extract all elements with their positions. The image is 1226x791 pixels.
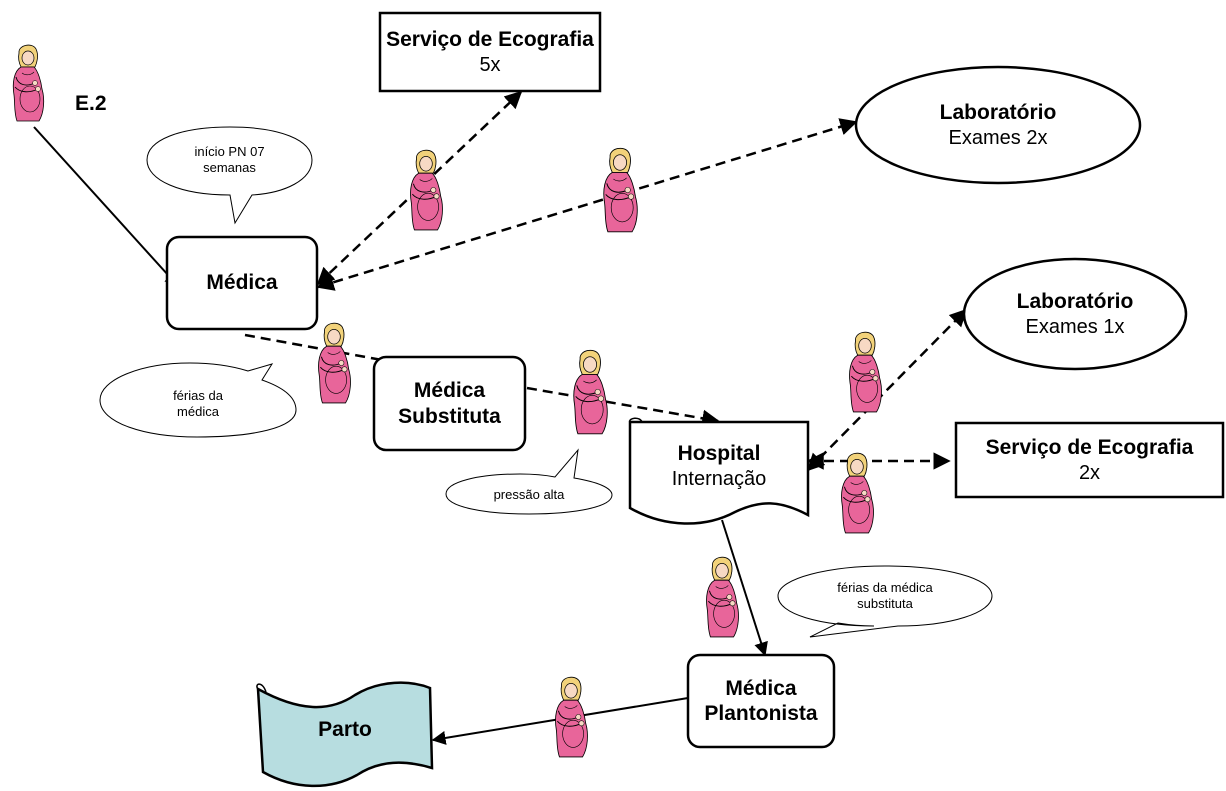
callout-ferias-sub-line2: substituta <box>857 596 913 611</box>
pregnant-woman-icon <box>603 147 638 233</box>
callout-ferias-sub: férias da médica substituta <box>778 574 992 618</box>
eco2-box <box>954 421 1225 499</box>
edge-hospital-lab2 <box>806 308 968 472</box>
parto-title: Parto <box>318 718 372 742</box>
hospital-sub: Internação <box>671 467 767 490</box>
edge-substituta-hospital <box>526 386 720 427</box>
pregnant-woman-icon <box>573 349 608 435</box>
edge-medica-substituta <box>244 333 383 362</box>
substituta-line1: Médica <box>413 379 486 403</box>
substituta-box <box>372 355 527 452</box>
lab1-node: Laboratório Exames 2x <box>856 67 1140 183</box>
eco2-title: Serviço de Ecografia <box>985 436 1194 460</box>
lab2-title: Laboratório <box>1016 290 1134 314</box>
start-label: E.2 <box>75 92 107 115</box>
hospital-node: Hospital Internação <box>630 436 808 496</box>
callout-inicio: início PN 07 semanas <box>147 138 312 182</box>
edge-start-to-medica <box>33 126 179 288</box>
callout-ferias-sub-bubble <box>777 565 993 638</box>
pregnant-woman-icon <box>12 44 45 122</box>
lab2-sub: Exames 1x <box>1025 315 1125 338</box>
substituta-line2: Substituta <box>398 404 501 428</box>
callout-inicio-line1: início PN 07 <box>194 144 265 160</box>
eco1-title: Serviço de Ecografia <box>386 28 594 52</box>
lab1-sub: Exames 2x <box>948 126 1048 149</box>
callout-ferias-line1: férias da <box>173 388 223 404</box>
plantonista-line1: Médica <box>725 676 797 700</box>
parto-node: Parto <box>258 705 432 755</box>
lab2-ellipse <box>962 257 1188 371</box>
hospital-document <box>628 420 810 525</box>
medica-node: Médica <box>167 237 317 329</box>
pregnant-woman-icon <box>841 452 874 534</box>
plantonista-node: Médica Plantonista <box>688 655 834 747</box>
eco1-box <box>378 11 602 93</box>
medica-title: Médica <box>206 271 278 295</box>
callout-pressao: pressão alta <box>446 484 612 506</box>
medica-box <box>165 235 319 331</box>
plantonista-box <box>686 653 836 749</box>
callout-ferias-line2: médica <box>177 404 219 419</box>
eco2-node: Serviço de Ecografia 2x <box>956 423 1223 497</box>
pregnant-woman-icon <box>706 556 739 638</box>
callout-ferias-sub-line1: férias da médica <box>837 580 933 596</box>
pregnant-woman-icon <box>555 676 588 758</box>
plantonista-line2: Plantonista <box>704 702 818 725</box>
eco1-node: Serviço de Ecografia 5x <box>380 13 600 91</box>
substituta-node: Médica Substituta <box>374 357 525 450</box>
lab1-title: Laboratório <box>939 101 1057 125</box>
callout-ferias: férias da médica <box>110 382 286 426</box>
pregnant-woman-icon <box>318 322 351 404</box>
pregnant-woman-icon <box>849 331 882 413</box>
callout-inicio-bubble <box>146 126 313 225</box>
callout-ferias-bubble <box>99 362 297 438</box>
edge-hospital-plantonista <box>721 519 768 657</box>
parto-banner <box>256 681 434 788</box>
lab2-node: Laboratório Exames 1x <box>964 259 1186 369</box>
edge-medica-lab1 <box>316 118 858 291</box>
hospital-title: Hospital <box>677 442 761 466</box>
pregnant-woman-icon <box>410 149 443 231</box>
eco2-count: 2x <box>1078 461 1101 484</box>
callout-pressao-text: pressão alta <box>493 487 565 503</box>
eco1-count: 5x <box>479 53 501 76</box>
callout-inicio-line2: semanas <box>203 160 256 175</box>
lab1-ellipse <box>854 65 1142 185</box>
callout-pressao-bubble <box>445 448 613 515</box>
